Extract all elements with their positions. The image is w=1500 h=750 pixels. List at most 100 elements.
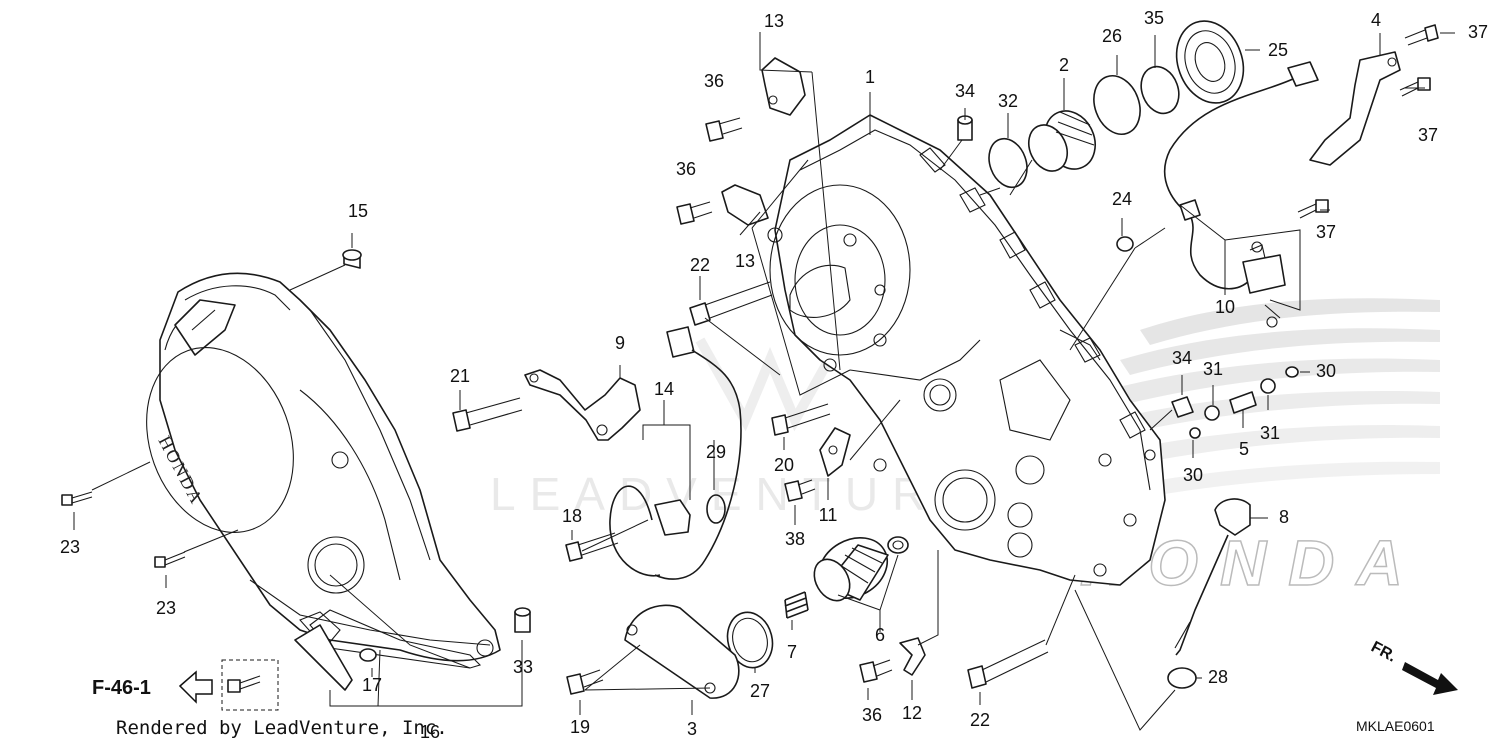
bolt-37-middle [1399,77,1431,97]
bracket-9 [524,369,641,441]
callout-34-lower: 34 [1172,348,1192,368]
callout-18: 18 [562,506,582,526]
o-ring-27 [726,611,774,669]
callout-15: 15 [348,201,368,221]
plate-11 [819,427,851,477]
part-2-housing [1027,110,1096,172]
callout-13-lower: 13 [735,251,755,271]
oil-filter-6 [813,537,889,602]
oil-dipstick-8 [1174,498,1251,656]
callout-1: 1 [865,67,875,87]
bolt-22-upper [689,281,773,326]
clip-12 [899,637,926,676]
cover-plate-3 [624,604,740,699]
bolt-18 [565,532,619,562]
callout-19: 19 [570,717,590,737]
callout-23-lower: 23 [156,598,176,618]
callout-20: 20 [774,455,794,475]
dowel-34-lower [1171,396,1194,418]
dowel-33 [514,607,531,633]
spring-7 [784,591,809,619]
callout-17: 17 [362,675,382,695]
watermark-logo-mark [695,337,845,432]
callout-37-lower: 37 [1316,222,1336,242]
callout-22-upper: 22 [690,255,710,275]
callout-9: 9 [615,333,625,353]
callout-31-left: 31 [1203,359,1223,379]
credit-text: Rendered by LeadVenture, Inc. [116,717,448,739]
washer-31-left [1204,405,1220,421]
direction-label: FR. [1368,639,1399,666]
callout-30-upper: 30 [1316,361,1336,381]
callout-33: 33 [513,657,533,677]
bolt-37-top [1404,24,1439,46]
callout-32: 32 [998,91,1018,111]
washer-24 [1116,236,1134,252]
callout-12: 12 [902,703,922,723]
right-crankcase-outer-cover: HONDA [146,272,501,691]
o-ring-26 [1093,75,1141,135]
callout-5: 5 [1239,439,1249,459]
leader-lines [73,32,1455,731]
callout-37-top: 37 [1468,22,1488,42]
callout-31-right: 31 [1260,423,1280,443]
callout-2: 2 [1059,55,1069,75]
sensor-harness-10 [1164,61,1319,328]
bracket-13-lower [721,184,769,226]
callout-28: 28 [1208,667,1228,687]
bolt-37-lower [1297,199,1329,219]
bolt-19 [566,669,604,695]
reference-arrow-icon [178,670,213,704]
leadventure-watermark: LEADVENTURE [490,468,984,520]
callout-22-lower: 22 [970,710,990,730]
callout-23-upper: 23 [60,537,80,557]
reference-label[interactable]: F-46-1 [92,677,151,699]
washer-30-lower [1189,427,1201,439]
callout-10: 10 [1215,297,1235,317]
callout-3: 3 [687,719,697,739]
bolt-5 [1229,391,1257,414]
bolt-21 [452,397,523,432]
bracket-13-upper [761,57,806,116]
snap-ring-35 [1140,65,1180,115]
bearing-25 [1175,20,1245,104]
cap-15 [342,249,362,269]
callout-8: 8 [1279,507,1289,527]
callout-35: 35 [1144,8,1164,28]
callout-36-bottom: 36 [862,705,882,725]
callout-36-top: 36 [704,71,724,91]
sensor-14 [609,326,742,580]
callout-37-middle: 37 [1418,125,1438,145]
bolt-23-upper [61,491,93,506]
callout-29: 29 [706,442,726,462]
callout-38: 38 [785,529,805,549]
o-ring-32 [988,137,1028,189]
callout-27: 27 [750,681,770,701]
callout-7: 7 [787,642,797,662]
bolt-38 [784,479,816,502]
bracket-4 [1309,51,1401,166]
bolt-36-middle [676,201,713,225]
callout-36-middle: 36 [676,159,696,179]
callout-16: 16 [420,722,440,742]
callout-11: 11 [819,505,838,525]
callout-13-upper: 13 [764,11,784,31]
callout-30-lower: 30 [1183,465,1203,485]
bolt-23-lower [154,551,186,568]
callout-21: 21 [450,366,470,386]
o-ring-28 [1167,667,1197,689]
bolt-36-top [705,117,743,142]
callout-4: 4 [1371,10,1381,30]
o-ring-6 [887,536,909,554]
callout-24: 24 [1112,189,1132,209]
callout-labels: 1 2 3 4 5 6 7 8 9 10 11 12 13 13 14 15 1… [60,8,1488,742]
diagram-code: MKLAE0601 [1356,718,1435,734]
callout-14: 14 [654,379,674,399]
bolt-22-lower [967,639,1049,689]
bolt-20 [771,403,831,436]
bolt-f46 [221,659,279,711]
washer-31-right [1260,378,1276,394]
section-reference[interactable]: F-46-1 [92,670,213,704]
front-arrow-icon [1402,662,1458,695]
